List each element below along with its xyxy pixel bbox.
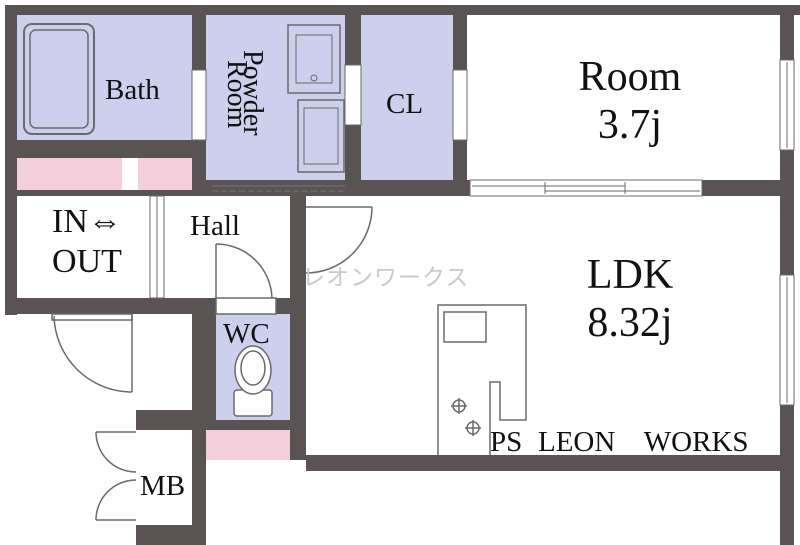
front-door (51, 313, 133, 393)
powder-room-label-line2: Room (221, 60, 252, 129)
toilet (233, 345, 273, 417)
ps-label: PS (490, 426, 523, 458)
entrance-label-line1: IN⇔ (52, 203, 122, 240)
room-floor (467, 15, 780, 180)
room-label: Room (578, 54, 682, 100)
ldk-size: 8.32j (587, 300, 673, 346)
washbasin (287, 24, 341, 94)
mb-floor (136, 430, 192, 525)
closet-label: CL (386, 88, 424, 120)
ldk-label: LDK (586, 252, 674, 298)
washing-machine-space (297, 99, 345, 173)
room-size: 3.7j (597, 102, 663, 148)
wc-mat (206, 430, 290, 460)
company-label: LEON WORKS (538, 426, 749, 458)
bath-label: Bath (105, 74, 160, 106)
ldk-door (305, 206, 373, 274)
powder-room-label: Powder Room (221, 40, 286, 160)
hall-floor (155, 196, 290, 298)
wc-door (215, 243, 277, 315)
bath-floor (17, 15, 192, 140)
ldk-floor (306, 196, 780, 455)
entrance-mat-left (17, 158, 122, 190)
entrance-label-line2: OUT (52, 243, 122, 280)
mb-label: MB (140, 470, 186, 502)
kitchen-counter (437, 304, 527, 455)
hall-label: Hall (190, 210, 240, 242)
bathtub (23, 23, 95, 135)
wc-label: WC (223, 318, 270, 350)
entrance-floor (17, 196, 155, 298)
closet-floor (361, 15, 453, 180)
powder-room-floor (206, 15, 345, 180)
mb-door (95, 431, 137, 521)
watermark: レオンワークス (302, 265, 470, 291)
entrance-mat-right (138, 158, 192, 190)
